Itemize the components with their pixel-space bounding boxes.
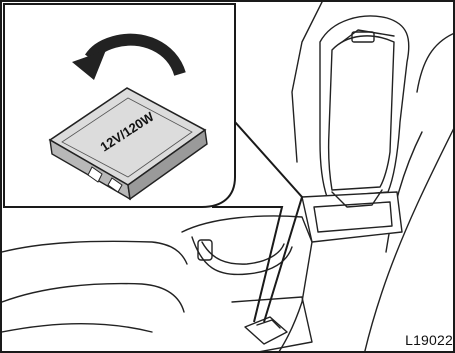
power-outlet-cover: [245, 317, 287, 344]
door-frame-line: [292, 2, 322, 162]
figure-code: L19022: [403, 332, 453, 348]
console-box-rim: [302, 192, 402, 242]
upper-trim-line: [417, 32, 455, 92]
leader-line-upper: [235, 122, 302, 322]
center-console-body: [182, 216, 312, 353]
console-lid: [320, 16, 409, 197]
dashboard-bottom-line: [2, 284, 184, 312]
cupholder-rim: [192, 237, 292, 275]
console-switch: [198, 240, 212, 260]
dashboard-lower-line: [2, 241, 187, 264]
floor-line: [2, 324, 152, 332]
